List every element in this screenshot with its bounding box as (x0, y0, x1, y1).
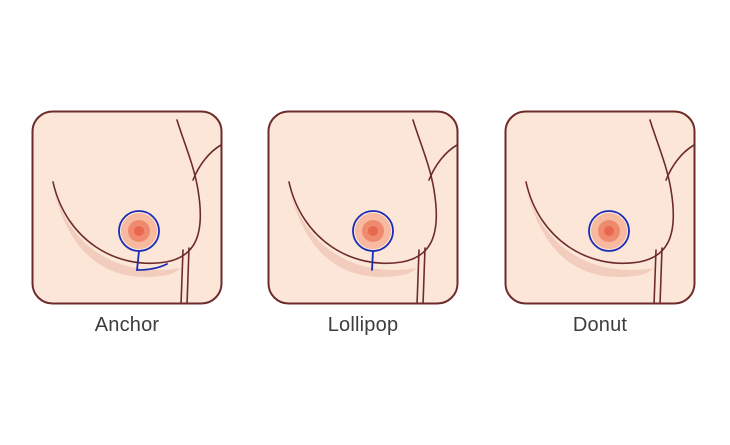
caption-lollipop: Lollipop (327, 314, 399, 336)
caption-anchor: Anchor (94, 314, 160, 336)
incision-lollipop (352, 210, 394, 271)
panel-lollipop: Lollipop (267, 110, 459, 337)
chest-line (665, 144, 695, 181)
torso-line (416, 247, 426, 304)
panel-frame (504, 110, 696, 305)
breast-illustration-anchor (31, 110, 223, 305)
nipple (604, 226, 614, 236)
breast-illustration-lollipop (267, 110, 459, 305)
breast-illustration-donut (504, 110, 696, 305)
torso-line (653, 247, 663, 304)
incision-donut (588, 210, 630, 252)
incision-anchor (118, 210, 168, 271)
breast-contour (52, 119, 202, 264)
chest-line (192, 144, 222, 181)
chest-line (428, 144, 458, 181)
breast-contour (525, 119, 675, 264)
nipple (368, 226, 378, 236)
panel-frame (267, 110, 459, 305)
panel-anchor: Anchor (31, 110, 223, 337)
torso-line (180, 247, 190, 304)
panel-donut: Donut (504, 110, 696, 337)
breast-contour (288, 119, 438, 264)
nipple (134, 226, 144, 236)
panel-frame (31, 110, 223, 305)
caption-donut: Donut (572, 314, 628, 336)
